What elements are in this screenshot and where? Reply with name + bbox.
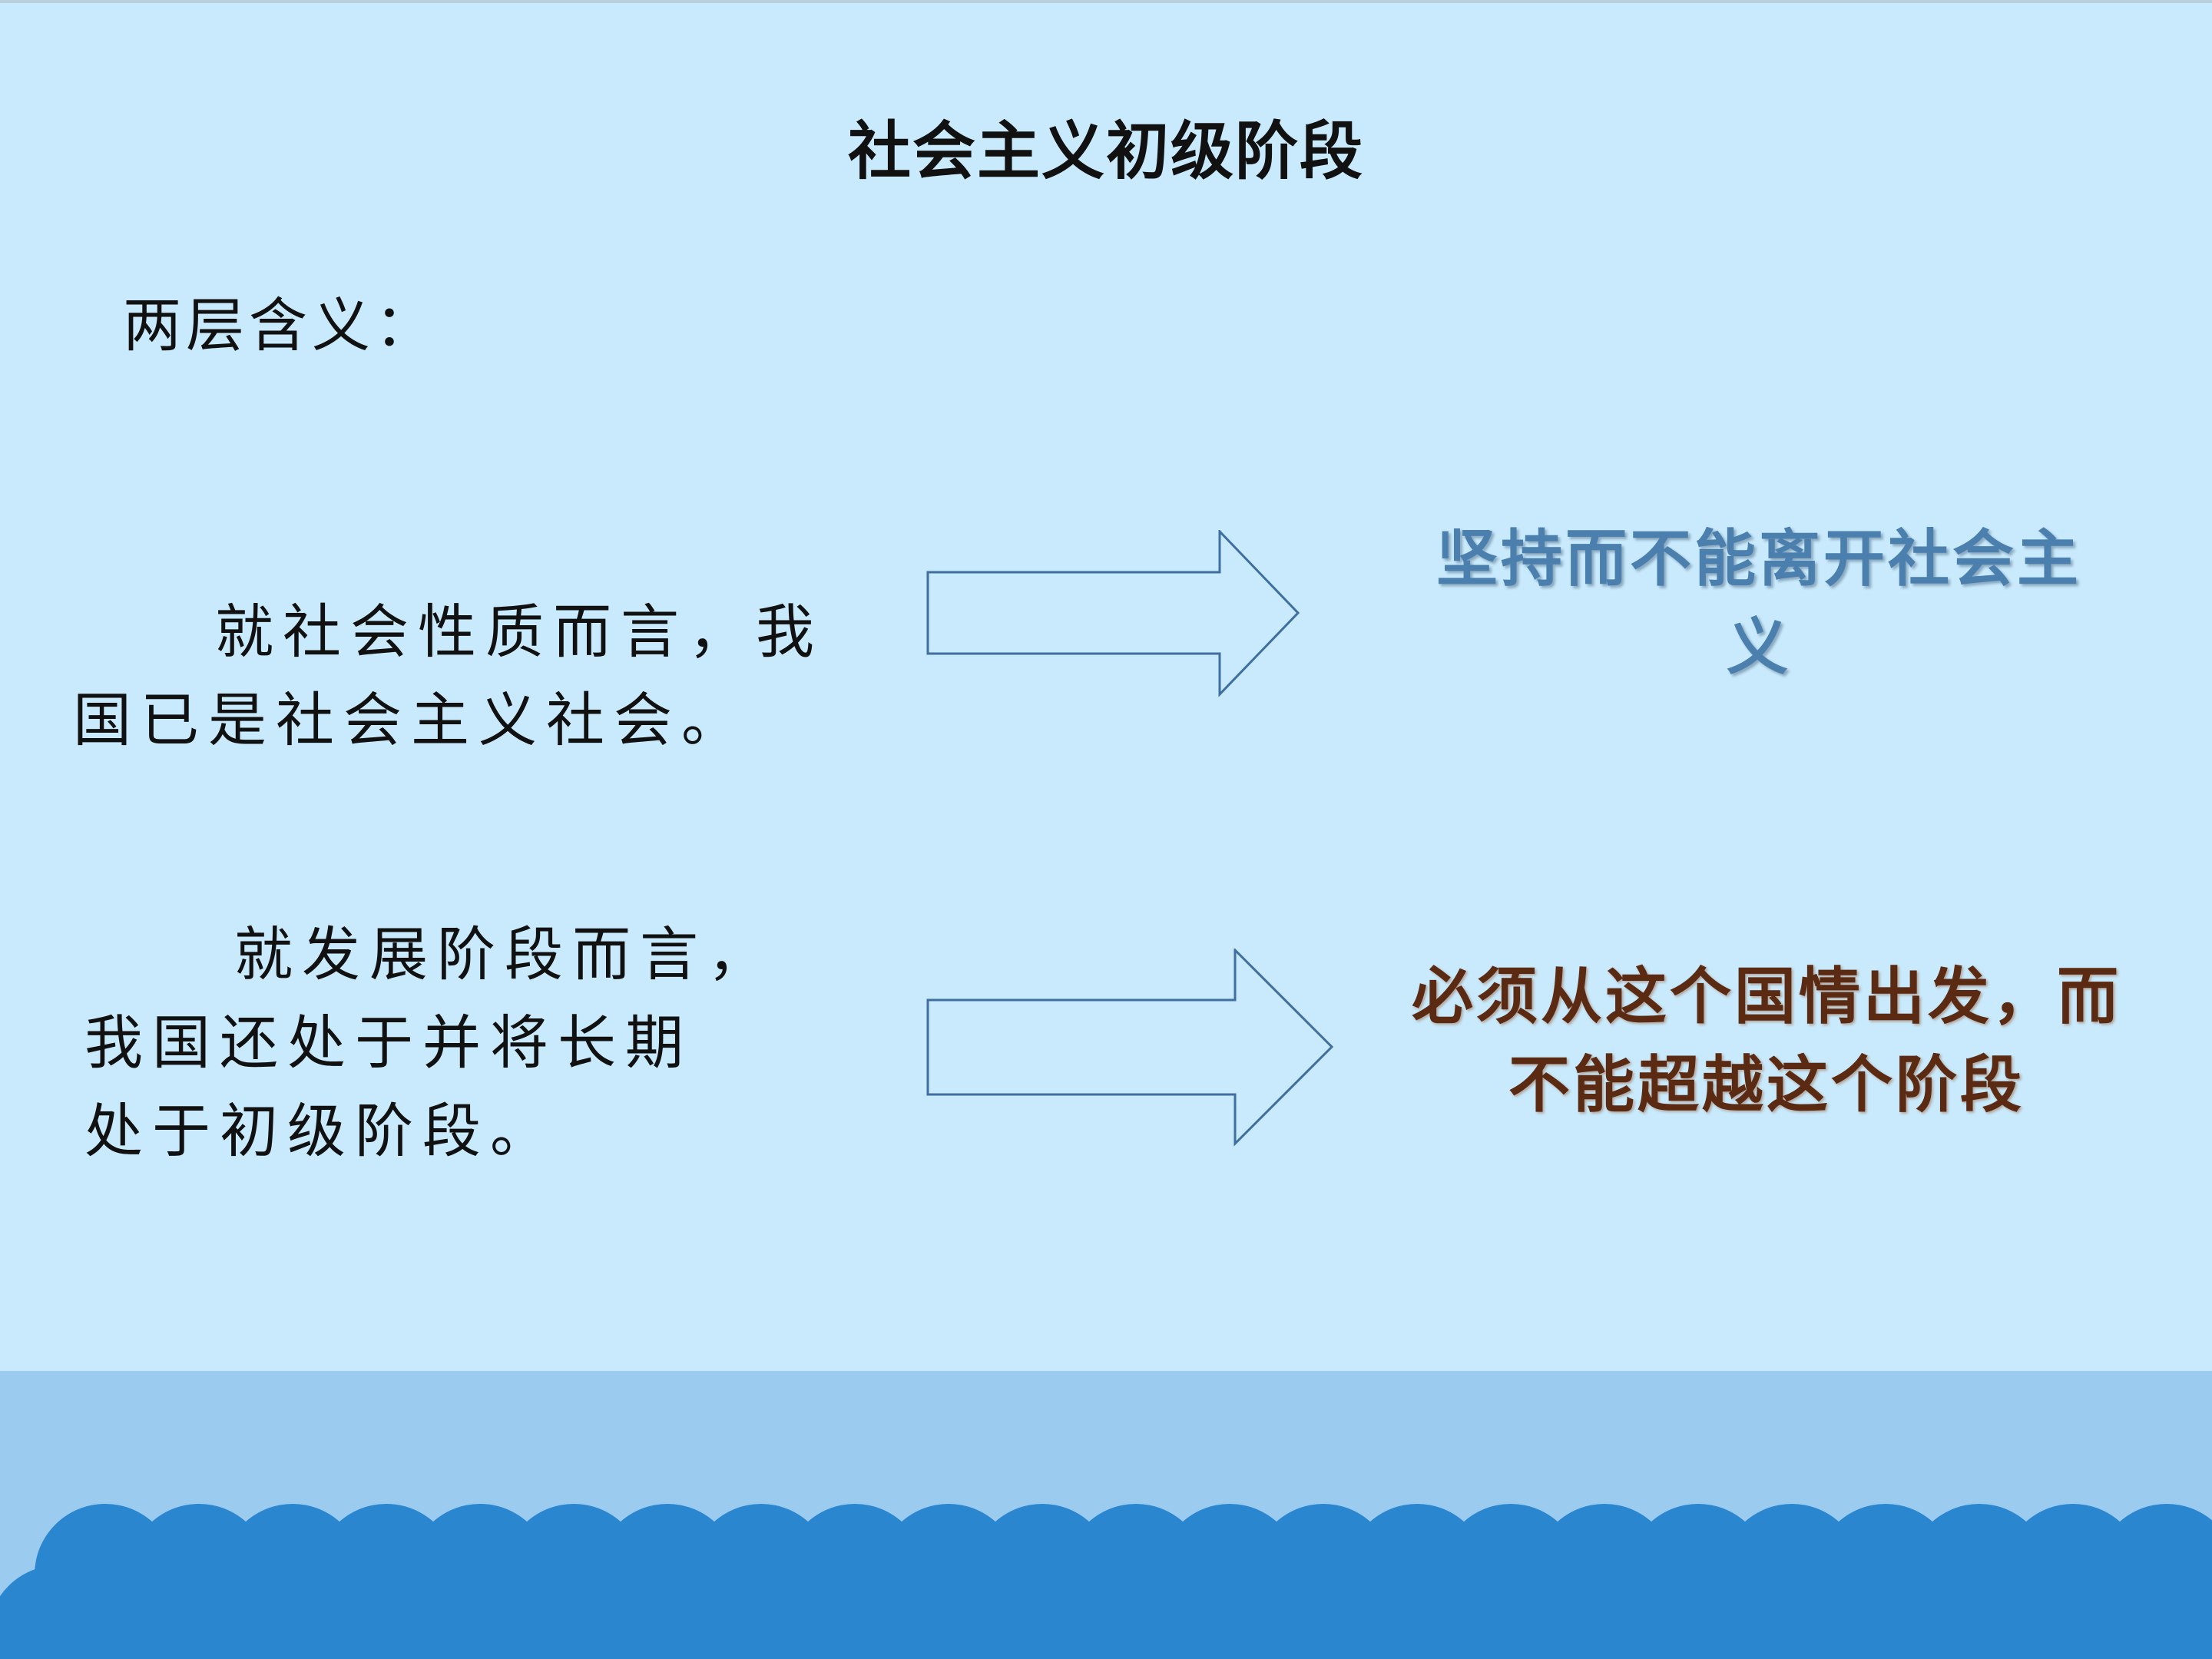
left-text-1-line-1: 就社会性质而言，我 [215,598,823,666]
left-text-1-line-2: 国已是社会主义社会。 [73,686,749,754]
scallop-shape [2143,1565,2212,1659]
right-arrow-outline-2 [926,947,1334,1147]
left-text-block-2: 就发展阶段而言， 我国还处于并将长期 处于初级阶段。 [84,910,822,1175]
subtitle: 两层含义： [123,291,438,359]
right-text-2-line-2: 不能超越这个阶段 [1508,1048,2025,1121]
slide-title: 社会主义初级阶段 [847,114,1364,188]
right-text-2-line-1: 必须从这个国情出发，而 [1412,960,2121,1032]
right-arrow-outline-1 [926,528,1300,697]
right-arrow-icon [926,947,1334,1151]
left-text-2-line-1: 就发展阶段而言， [234,920,775,988]
right-text-1-line-1: 坚持而不能离开社会主 [1436,522,2081,594]
wave-scallop-decoration [0,1504,2212,1659]
left-text-2-line-3: 处于初级阶段。 [84,1097,558,1165]
right-text-1-line-2: 义 [1727,611,1791,683]
left-text-2-line-2: 我国还处于并将长期 [84,1008,693,1077]
right-text-block-2: 必须从这个国情出发，而 不能超越这个阶段 [1336,952,2197,1129]
right-arrow-icon [926,528,1303,702]
left-text-block-1: 就社会性质而言，我 国已是社会主义社会。 [73,588,902,764]
top-divider [0,0,2212,3]
right-text-block-1: 坚持而不能离开社会主 义 [1367,515,2151,691]
